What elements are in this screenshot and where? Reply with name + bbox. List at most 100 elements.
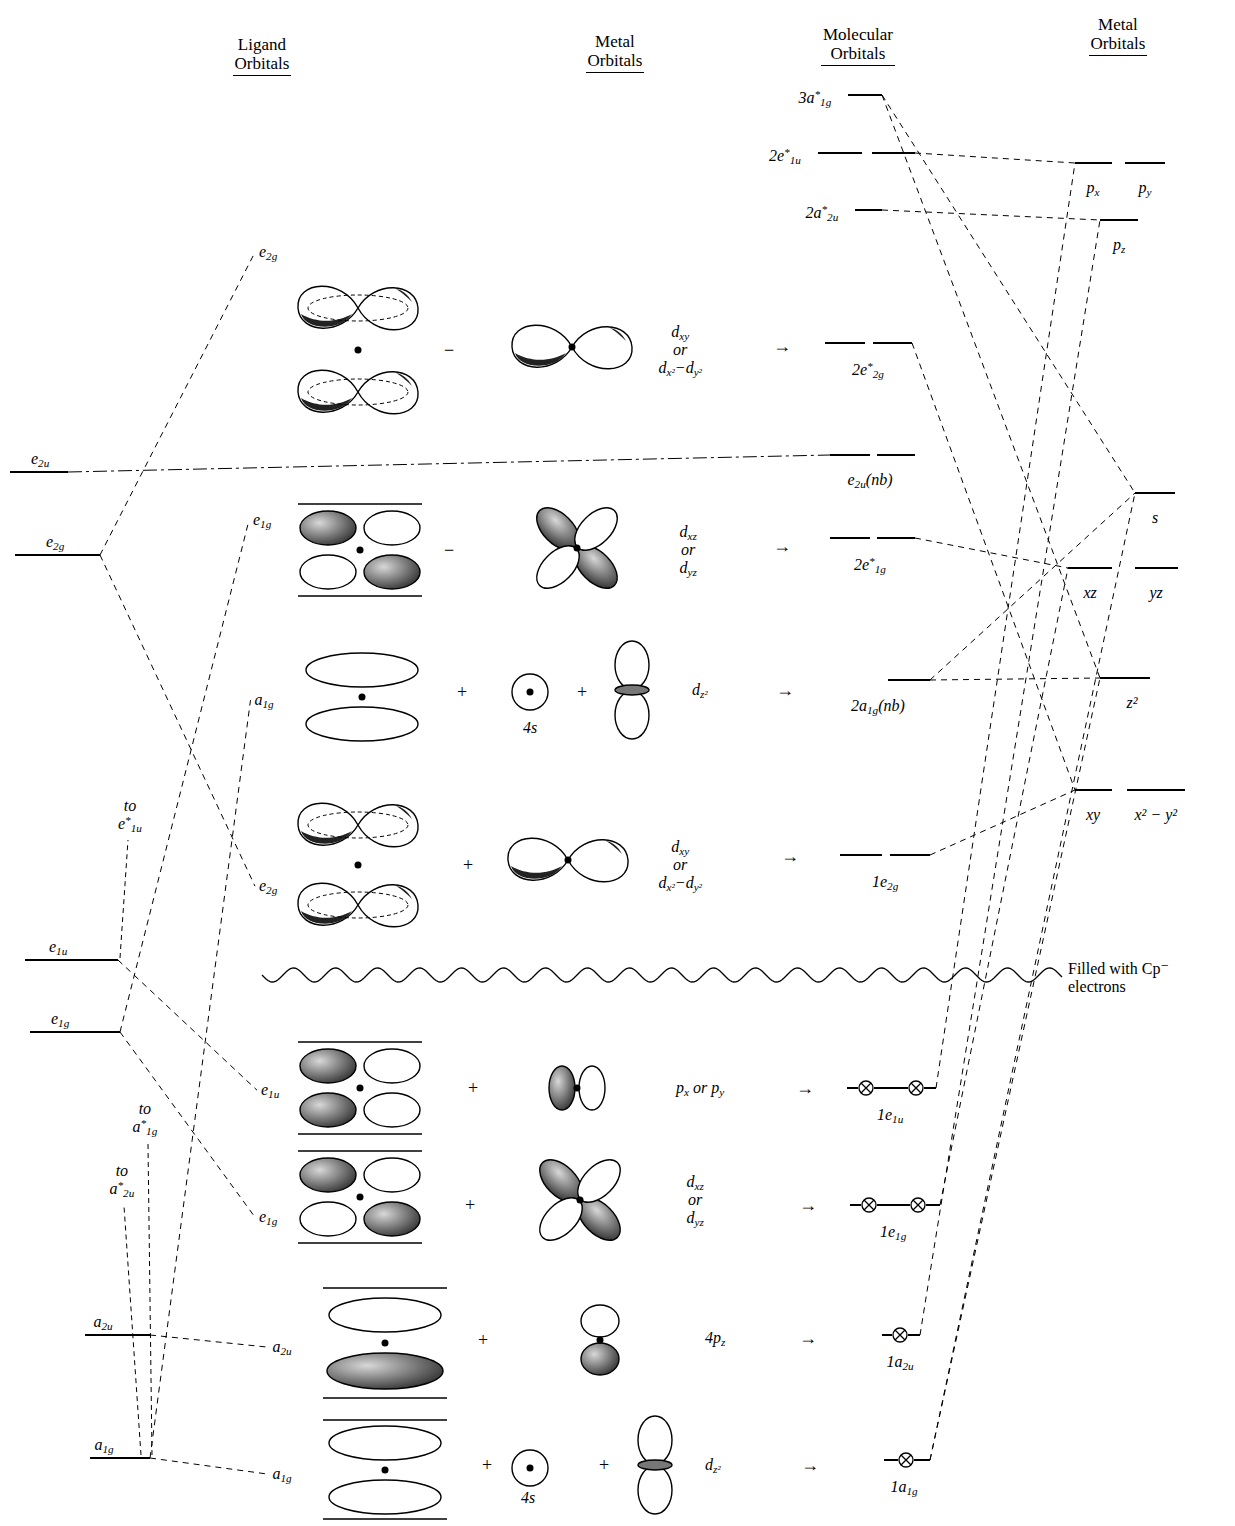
operator-sign: + [455,682,469,703]
orbital-label: a1g [253,691,276,709]
subscript: 1g [907,1485,918,1497]
subscript: x² [667,882,675,894]
ligand-orbital-label: e2g [255,876,281,896]
metal-dot [569,344,576,351]
subscript: y² [694,882,702,894]
subscript: 2g [266,250,277,262]
text-line: or [659,341,702,359]
text-line: Molecular [823,25,893,45]
subscript: 2u [903,1360,914,1372]
level-bar [1127,789,1185,791]
subscript: y [719,1086,724,1098]
subscript: 1g [260,518,271,530]
superscript: * [784,146,790,158]
energy-level: z² [1100,677,1150,679]
subscript: 1g [266,1215,277,1227]
level-bar [1100,677,1150,679]
subscript: 1g [875,563,886,575]
subscript: x [1095,186,1100,198]
level-bar [15,554,100,556]
salc-picture [298,504,422,596]
text-line: or [659,856,702,874]
superscript: * [867,360,873,372]
correlation-line [930,678,1100,680]
subscript: xz [695,1180,704,1192]
text-line: dxz [680,523,697,541]
orbital-label: e2g [44,533,66,551]
operator-sign: → [771,536,793,557]
text-line: dx²−dy² [659,359,702,377]
subscript: yz [688,567,697,579]
subscript: xz [688,530,697,542]
electron-pair-marker [911,1198,925,1212]
wavy-line [262,968,1062,982]
energy-level: xyx² − y² [1075,789,1185,791]
ligand-orbital-label: a1g [269,1464,296,1484]
correlation-note: to a*2u [108,1162,137,1199]
orbital-label: 2e*2g [850,361,886,379]
text-line: Orbitals [588,51,643,71]
d-orbital-picture [615,641,649,739]
operator-sign: → [771,336,793,357]
subscript: 2g [266,884,277,896]
d-orbital-picture [638,1416,672,1514]
figure-part [124,1206,141,1455]
metal-orbital-label: dz² [703,1456,723,1474]
level-bar [825,342,865,344]
orbital-label: px [1085,179,1102,197]
energy-level: 2e*2g [825,342,912,344]
salc-picture [298,883,418,927]
text-line: dxy [659,323,702,341]
metal-orbital-label: dxz or dyz [678,523,699,578]
energy-level: 1a1g [884,1459,930,1461]
d-orbital-picture [529,500,625,596]
energy-level: xzyz [1068,567,1178,569]
metal-orbital-label: dxy or dx²−dy² [657,323,704,378]
orbital-label: 1e1g [878,1223,908,1241]
orbital-label: s [1150,509,1160,527]
correlation-line [150,1335,269,1347]
level-bar [926,1204,940,1206]
salc-picture [298,803,418,847]
operator-sign: → [797,1328,819,1349]
orbital-label: 2a*2u [804,204,841,222]
subscript: y² [694,367,702,379]
correlation-line [920,220,1100,1335]
level-bar [890,854,930,856]
level-bar [1135,492,1175,494]
level-bar [830,454,870,456]
correlation-line [68,455,830,472]
operator-sign: + [575,682,589,703]
operator-sign: + [480,1455,494,1476]
energy-level: a1g [90,1457,150,1459]
metal-orbital-label: dxz or dyz [685,1173,706,1228]
text-line: Metal [588,32,643,52]
ligand-orbital-label: a1g [251,690,278,710]
level-bar [850,1204,861,1206]
ligand-orbital-label: e1g [249,510,275,530]
salc-picture [298,1151,422,1243]
salc-picture [298,286,418,330]
orbital-label: pz [1111,236,1127,254]
operator-sign: + [466,1078,480,1099]
orbital-label: 2e*1u [767,147,803,165]
s-orbital-picture [512,1450,548,1486]
operator-sign: → [774,680,796,701]
level-bar [874,1087,908,1089]
salc-picture [323,1288,447,1398]
correlation-line [150,700,251,1458]
energy-level: e1u [25,959,118,961]
superscript: * [822,203,828,215]
correlation-line [912,343,1075,790]
operator-sign: → [794,1078,816,1099]
subscript: 1g [263,698,274,710]
correlation-line [118,960,257,1090]
subscript: x [684,1086,689,1098]
correlation-line [936,163,1075,1088]
operator-sign: + [476,1330,490,1351]
correlation-line [120,520,249,1032]
subscript: 1g [867,704,878,716]
level-bar [1125,162,1165,164]
